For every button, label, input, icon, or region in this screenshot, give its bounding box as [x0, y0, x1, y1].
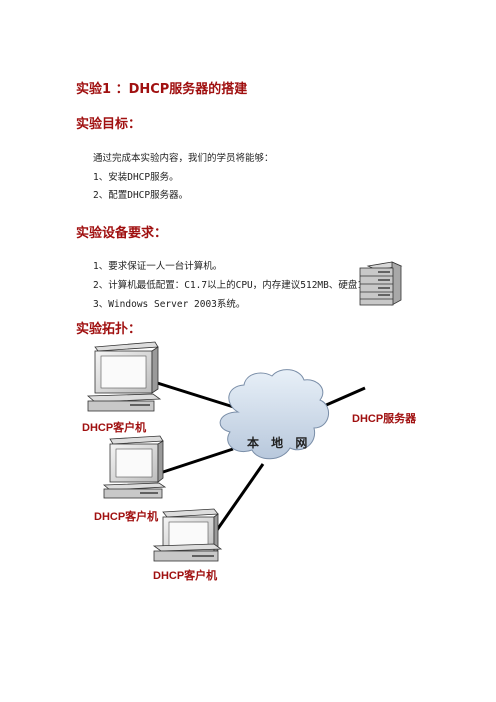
requirements-heading: 实验设备要求：	[76, 226, 168, 241]
client-label-3: DHCP客户机	[153, 568, 217, 582]
link-client-3	[208, 463, 265, 541]
client-computer-icon-1	[86, 341, 162, 412]
goal-heading: 实验目标：	[76, 117, 142, 132]
goal-item-1: 1、安装DHCP服务。	[93, 172, 179, 183]
requirement-item-2: 2、计算机最低配置：C1.7以上的CPU，内存建议512MB、硬盘10G以上；	[93, 280, 404, 291]
link-client-2	[156, 447, 234, 476]
client-label-1: DHCP客户机	[82, 420, 146, 434]
client-computer-icon-3	[152, 508, 223, 562]
local-network-cloud: 本 地 网	[219, 369, 329, 460]
server-label: DHCP服务器	[352, 411, 417, 425]
client-label-2: DHCP客户机	[94, 509, 158, 523]
page-title: 实验1 ：DHCP服务器的搭建	[76, 82, 248, 97]
goal-intro: 通过完成本实验内容，我们的学员将能够：	[93, 153, 274, 164]
link-client-1	[153, 380, 241, 411]
network-label: 本 地 网	[247, 435, 311, 450]
requirement-item-1: 1、要求保证一人一台计算机。	[93, 261, 223, 272]
topology-heading: 实验拓扑：	[76, 322, 142, 337]
client-computer-icon-2	[102, 435, 167, 499]
requirement-item-3: 3、Windows Server 2003系统。	[93, 299, 246, 310]
dhcp-server-icon	[359, 261, 403, 306]
goal-item-2: 2、配置DHCP服务器。	[93, 190, 189, 201]
